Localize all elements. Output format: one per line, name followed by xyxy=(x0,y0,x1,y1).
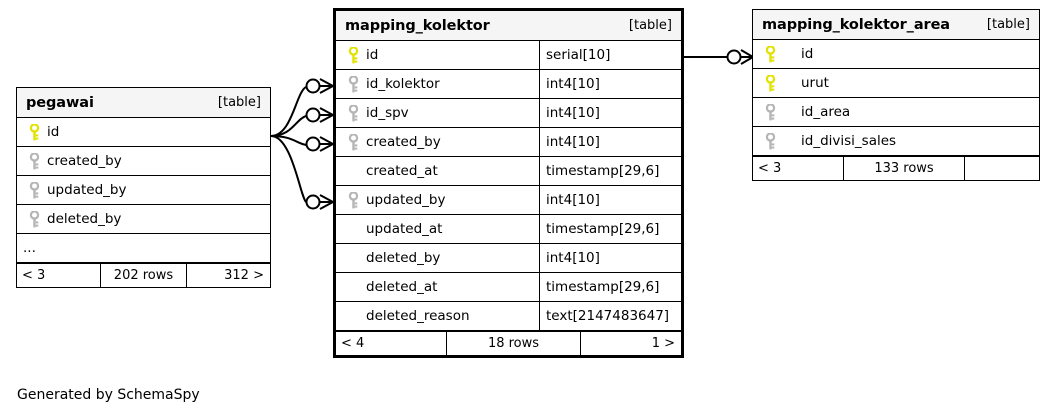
foreign-key-icon xyxy=(761,132,779,150)
table-row[interactable]: deleted_at timestamp[29,6] xyxy=(336,273,681,302)
footer-row-count: 133 rows xyxy=(843,157,965,180)
crowsfoot-id-spv xyxy=(319,107,334,123)
table-row[interactable]: urut xyxy=(753,69,1039,98)
foreign-key-icon xyxy=(761,103,779,121)
column-type: timestamp[29,6] xyxy=(539,273,681,301)
table-pegawai-footer: < 3 202 rows 312 > xyxy=(17,263,270,287)
footer-next-count[interactable] xyxy=(965,157,1039,180)
primary-key-icon xyxy=(25,123,43,141)
column-name: created_at xyxy=(366,163,438,179)
primary-key-icon xyxy=(761,45,779,63)
table-mapping-kolektor-area[interactable]: mapping_kolektor_area [table] id xyxy=(752,9,1040,181)
footer-prev-count[interactable]: < 3 xyxy=(22,268,46,283)
column-name: deleted_by xyxy=(366,250,441,266)
table-mapping-kolektor-area-title: mapping_kolektor_area xyxy=(762,16,950,33)
table-row[interactable]: deleted_by int4[10] xyxy=(336,244,681,273)
table-row[interactable]: id_divisi_sales xyxy=(753,127,1039,156)
column-name: id xyxy=(366,47,379,63)
table-pegawai-title: pegawai xyxy=(26,94,94,111)
table-row[interactable]: id_spv int4[10] xyxy=(336,99,681,128)
column-name: id_kolektor xyxy=(366,76,440,92)
table-mapping-kolektor-area-header: mapping_kolektor_area [table] xyxy=(753,10,1039,40)
foreign-key-icon xyxy=(344,104,362,122)
column-type: int4[10] xyxy=(539,70,681,98)
relationship-line-updated-by xyxy=(270,135,307,203)
footer-next-count[interactable]: 312 > xyxy=(224,268,264,283)
footer-row-count: 18 rows xyxy=(446,332,581,355)
column-name: deleted_at xyxy=(366,279,438,295)
table-mapping-kolektor-area-tag: [table] xyxy=(986,17,1030,32)
cardinality-circle xyxy=(305,107,321,123)
column-name: id xyxy=(801,46,814,62)
column-name: updated_by xyxy=(366,192,446,208)
column-type: serial[10] xyxy=(539,41,681,69)
column-name: id xyxy=(47,124,60,140)
primary-key-icon xyxy=(344,46,362,64)
table-row[interactable]: updated_by int4[10] xyxy=(336,186,681,215)
column-name: updated_at xyxy=(366,221,443,237)
generated-by-caption: Generated by SchemaSpy xyxy=(17,387,200,403)
table-row[interactable]: id_kolektor int4[10] xyxy=(336,70,681,99)
cardinality-circle xyxy=(305,136,321,152)
foreign-key-icon xyxy=(344,75,362,93)
table-row[interactable]: updated_at timestamp[29,6] xyxy=(336,215,681,244)
footer-prev-count[interactable]: < 3 xyxy=(758,161,782,176)
table-row[interactable]: id_area xyxy=(753,98,1039,127)
relationship-line-created-by xyxy=(270,135,307,146)
table-mapping-kolektor-header: mapping_kolektor [table] xyxy=(336,11,681,41)
footer-row-count: 202 rows xyxy=(100,264,187,287)
column-name: urut xyxy=(801,75,829,91)
column-name: id_spv xyxy=(366,105,409,121)
table-row[interactable]: created_at timestamp[29,6] xyxy=(336,157,681,186)
table-row[interactable]: deleted_reason text[2147483647] xyxy=(336,302,681,331)
table-mapping-kolektor-area-footer: < 3 133 rows xyxy=(753,156,1039,180)
table-mapping-kolektor[interactable]: mapping_kolektor [table] id serial[10] xyxy=(333,8,684,358)
column-name: deleted_reason xyxy=(366,308,470,324)
table-row[interactable]: created_by int4[10] xyxy=(336,128,681,157)
foreign-key-icon xyxy=(344,133,362,151)
column-name: created_by xyxy=(47,153,122,169)
column-type: timestamp[29,6] xyxy=(539,157,681,185)
column-name: updated_by xyxy=(47,182,127,198)
column-name: id_area xyxy=(801,104,851,120)
table-row[interactable]: deleted_by xyxy=(17,205,270,234)
primary-key-icon xyxy=(761,74,779,92)
column-type: int4[10] xyxy=(539,99,681,127)
column-name: deleted_by xyxy=(47,211,122,227)
table-pegawai[interactable]: pegawai [table] id xyxy=(16,87,271,288)
relationship-line-id-spv xyxy=(270,115,307,137)
footer-next-count[interactable]: 1 > xyxy=(651,336,675,351)
foreign-key-icon xyxy=(25,152,43,170)
footer-prev-count[interactable]: < 4 xyxy=(341,336,365,351)
table-row[interactable]: id xyxy=(753,40,1039,69)
table-row[interactable]: updated_by xyxy=(17,176,270,205)
crowsfoot-updated-by xyxy=(319,194,334,210)
table-pegawai-tag: [table] xyxy=(217,95,261,110)
table-mapping-kolektor-tag: [table] xyxy=(628,18,672,33)
foreign-key-icon xyxy=(25,210,43,228)
crowsfoot-created-by xyxy=(319,136,334,152)
column-name: id_divisi_sales xyxy=(801,133,897,149)
relationship-line-id-kolektor xyxy=(270,86,307,137)
table-row[interactable]: id xyxy=(17,118,270,147)
column-type: int4[10] xyxy=(539,244,681,272)
column-type: timestamp[29,6] xyxy=(539,215,681,243)
more-columns-indicator: ... xyxy=(17,234,270,263)
table-mapping-kolektor-title: mapping_kolektor xyxy=(345,17,490,34)
table-mapping-kolektor-footer: < 4 18 rows 1 > xyxy=(336,331,681,355)
cardinality-circle xyxy=(305,194,321,210)
column-name: created_by xyxy=(366,134,441,150)
column-type: int4[10] xyxy=(539,128,681,156)
table-row[interactable]: created_by xyxy=(17,147,270,176)
crowsfoot-id-kolektor xyxy=(319,78,334,94)
column-type: text[2147483647] xyxy=(539,302,681,330)
foreign-key-icon xyxy=(344,191,362,209)
foreign-key-icon xyxy=(25,181,43,199)
cardinality-circle xyxy=(726,49,742,65)
column-type: int4[10] xyxy=(539,186,681,214)
table-pegawai-header: pegawai [table] xyxy=(17,88,270,118)
table-row[interactable]: id serial[10] xyxy=(336,41,681,70)
cardinality-circle xyxy=(305,78,321,94)
